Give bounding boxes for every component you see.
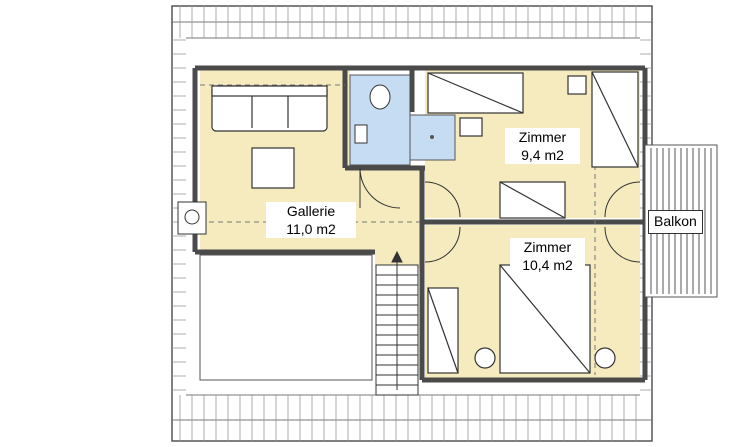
sink [354, 124, 368, 144]
gallerie-label: Gallerie 11,0 m2 [266, 202, 356, 239]
zimmer1-area: 9,4 m2 [505, 146, 580, 165]
gallerie-area: 11,0 m2 [266, 220, 356, 239]
gallerie-name: Gallerie [266, 202, 356, 221]
zimmer2-furniture [427, 264, 616, 374]
zimmer1-furniture [427, 71, 639, 219]
chimney-flue [184, 209, 200, 225]
zimmer1-label: Zimmer 9,4 m2 [505, 128, 580, 165]
zimmer1-name: Zimmer [505, 128, 580, 147]
table [251, 147, 295, 189]
zimmer2-label: Zimmer 10,4 m2 [510, 238, 585, 275]
open-void [199, 254, 373, 381]
doors [359, 167, 641, 263]
balkon-label: Balkon [648, 210, 703, 234]
zimmer2-area: 10,4 m2 [510, 256, 585, 275]
sofa [211, 85, 328, 132]
staircase [375, 250, 419, 396]
zimmer2-name: Zimmer [510, 238, 585, 257]
toilet [369, 84, 391, 110]
shower-drain [430, 135, 434, 139]
